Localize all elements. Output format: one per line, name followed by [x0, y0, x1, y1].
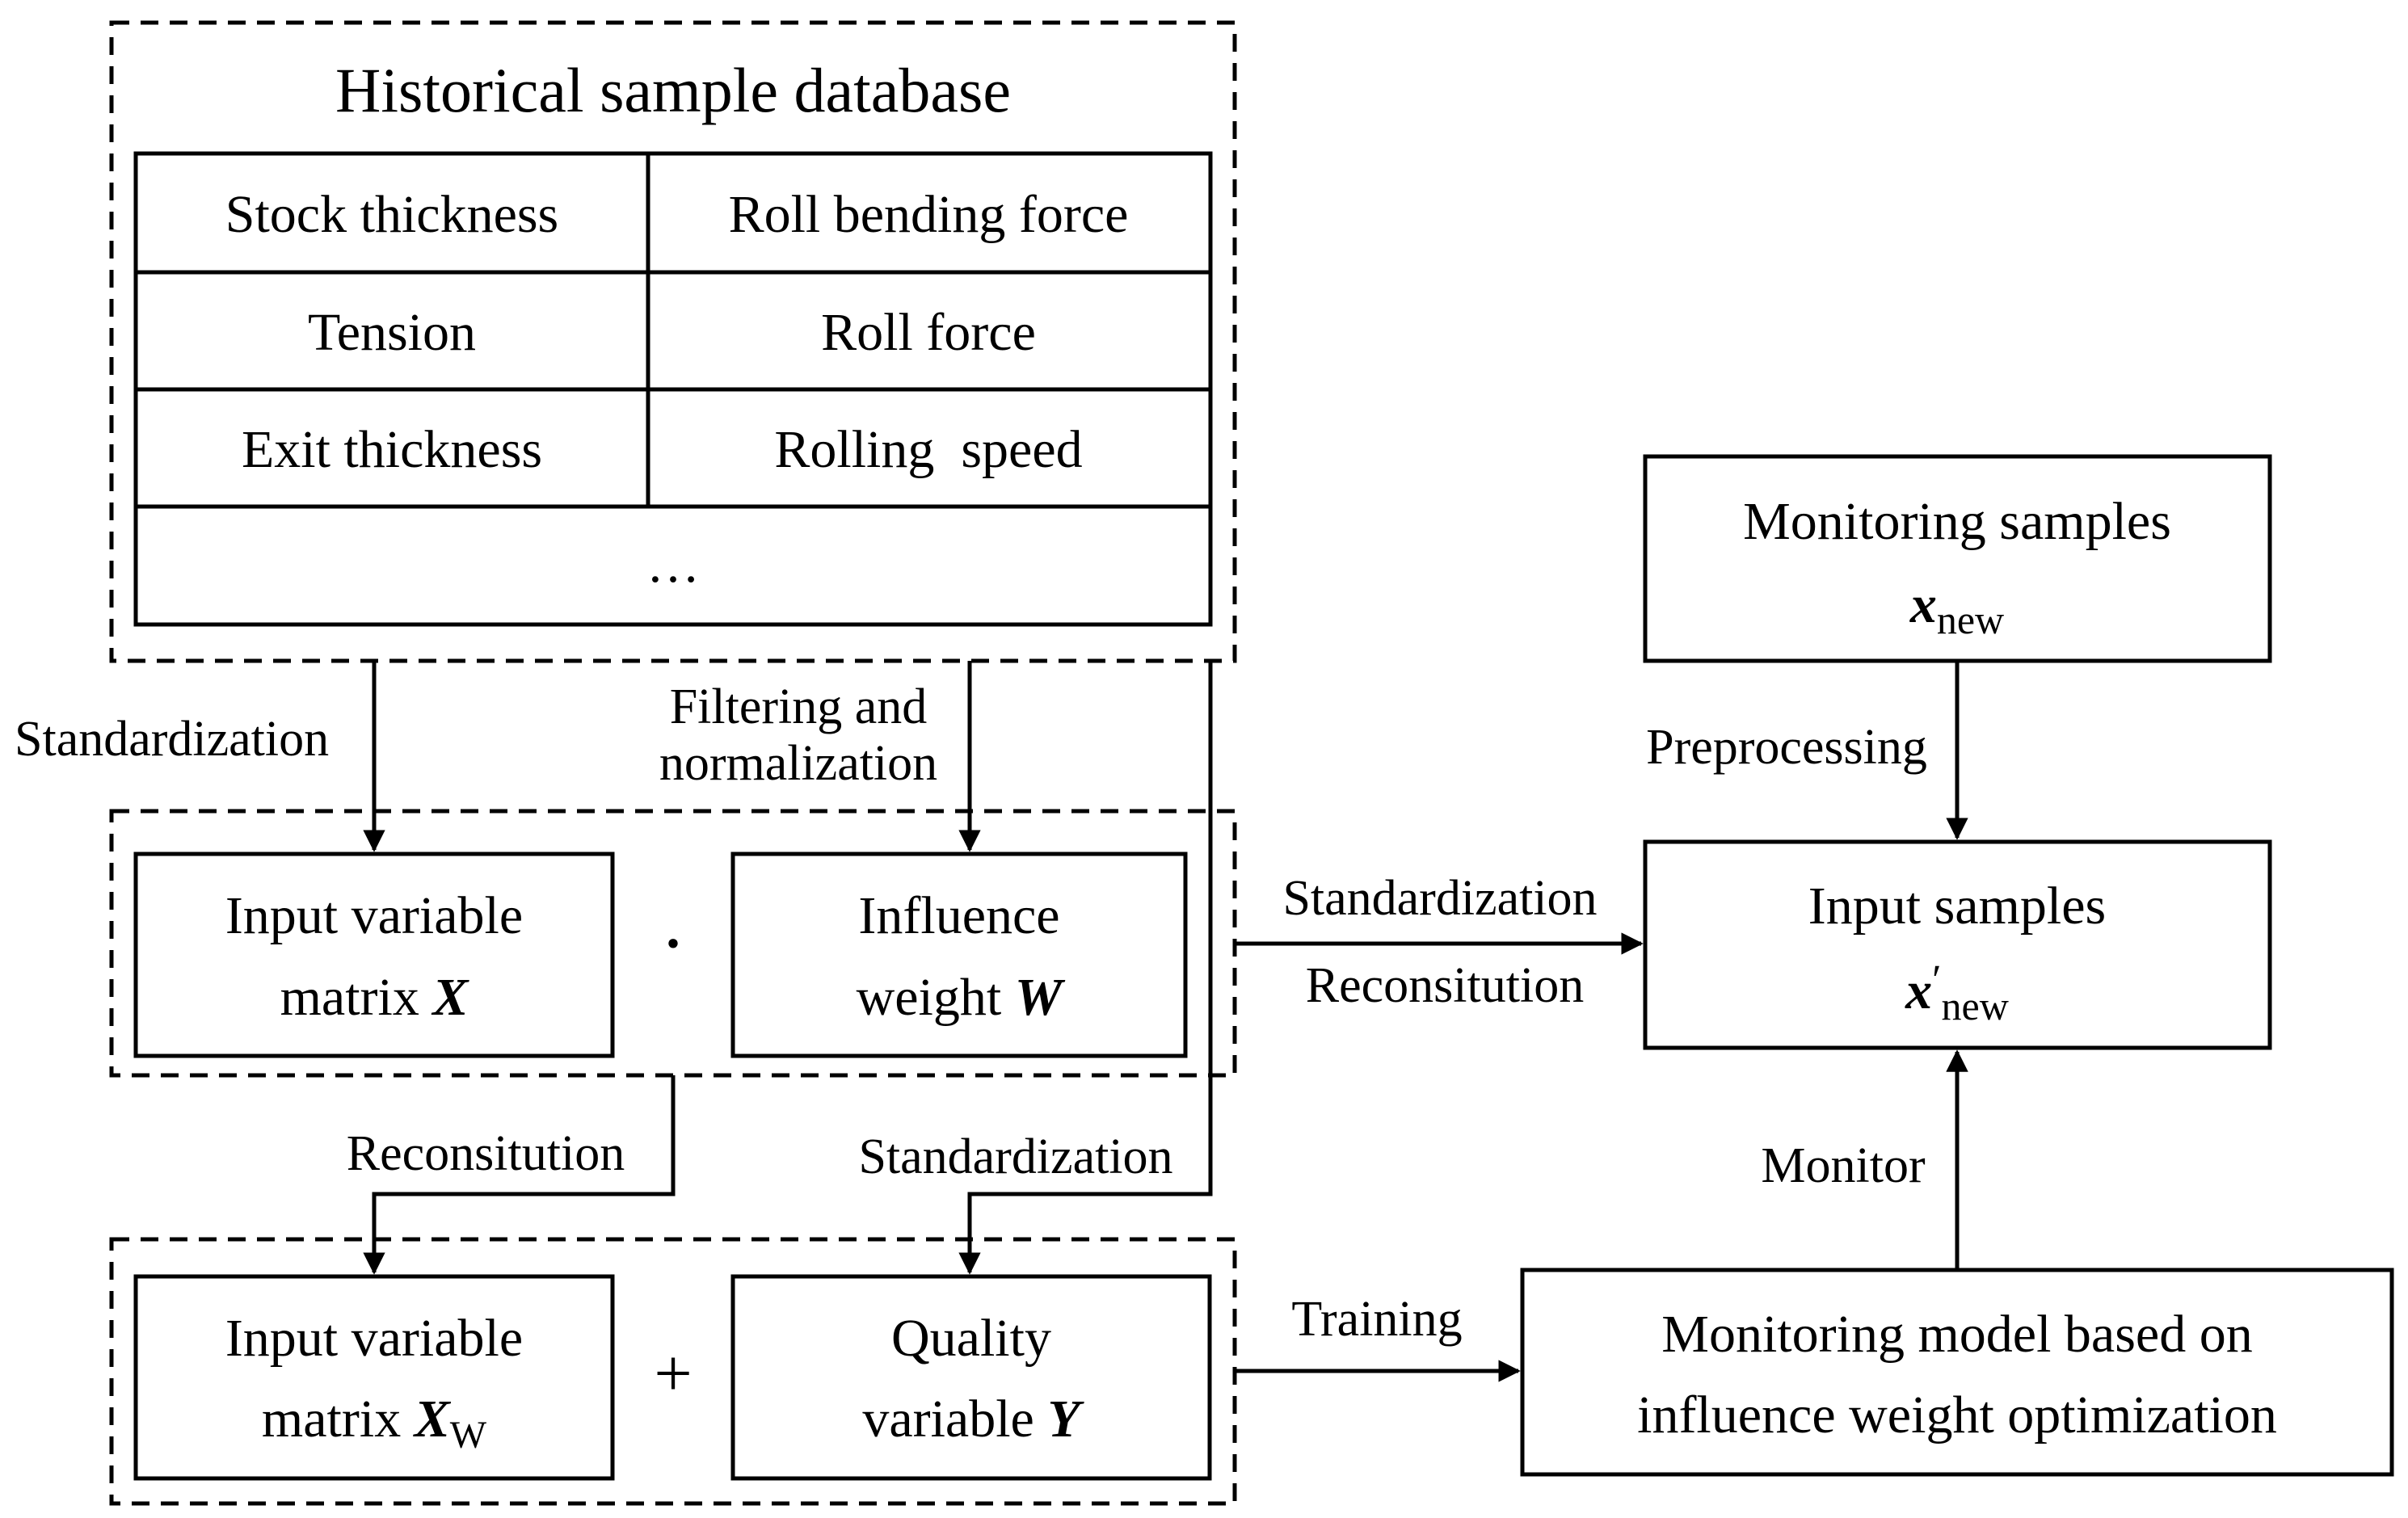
x-new-prime-symbol: x — [1905, 961, 1932, 1020]
xw-text: matrix — [262, 1390, 415, 1449]
label-filtering-line1: Filtering and — [670, 679, 928, 734]
input-matrix-text: matrix — [280, 968, 433, 1027]
weighted-input-matrix-box — [133, 1274, 615, 1481]
label-reconsitution-left: Reconsitution — [347, 1126, 625, 1181]
label-reconsitution-right: Reconsitution — [1306, 958, 1584, 1013]
arrow-db-to-quality — [958, 661, 1213, 1275]
quality-symbol: Y — [1047, 1390, 1084, 1449]
label-filtering-line2: normalization — [659, 736, 937, 791]
input-samples-line1: Input samples — [1808, 877, 2106, 936]
quality-variable-box — [730, 1274, 1212, 1481]
input-variable-matrix-box — [133, 852, 615, 1058]
quality-line1: Quality — [891, 1309, 1051, 1368]
weight-line2: weight W — [857, 968, 1066, 1027]
db-cell-rolling-speed: Rolling speed — [774, 420, 1082, 479]
xw-line1: Input variable — [225, 1309, 523, 1368]
x-new-symbol: x — [1909, 575, 1937, 634]
label-standardization-right: Standardization — [1282, 871, 1597, 926]
db-cell-stock-thickness: Stock thickness — [225, 185, 558, 244]
x-new-subscript: new — [1937, 597, 2004, 642]
x-new-prime: ′ — [1932, 957, 1941, 1003]
weight-text: weight — [857, 968, 1015, 1027]
weight-symbol: W — [1015, 968, 1066, 1027]
input-samples-symbol: x′new — [1905, 957, 2009, 1028]
xw-subscript: W — [450, 1414, 487, 1457]
model-line1: Monitoring model based on — [1661, 1305, 2252, 1364]
db-cell-roll-force: Roll force — [821, 303, 1036, 362]
database-table — [133, 151, 1213, 627]
quality-text: variable — [862, 1390, 1047, 1449]
quality-line2: variable Y — [862, 1390, 1084, 1449]
model-line2: influence weight optimization — [1637, 1386, 2277, 1444]
weight-line1: Influence — [858, 886, 1059, 945]
dot-operator: · — [660, 900, 686, 986]
input-matrix-symbol: X — [431, 968, 469, 1027]
xw-symbol: X — [413, 1390, 452, 1449]
input-matrix-line1: Input variable — [225, 886, 523, 945]
arrow-reconsitution-to-xw — [363, 1075, 676, 1275]
label-standardization-mid: Standardization — [858, 1129, 1172, 1184]
input-matrix-line2: matrix X — [280, 968, 470, 1027]
xw-line2: matrix XW — [262, 1390, 487, 1457]
x-new-prime-subscript: new — [1942, 983, 2009, 1028]
label-training: Training — [1291, 1292, 1462, 1347]
plus-operator: + — [654, 1336, 692, 1411]
monitoring-samples-symbol: xnew — [1909, 575, 2004, 642]
db-cell-exit-thickness: Exit thickness — [242, 420, 542, 479]
database-dashed-frame — [109, 20, 1237, 663]
db-cell-tension: Tension — [308, 303, 476, 362]
db-cell-roll-bending-force: Roll bending force — [729, 185, 1129, 244]
input-samples-box — [1643, 839, 2272, 1050]
database-title: Historical sample database — [335, 55, 1011, 125]
label-monitor: Monitor — [1761, 1138, 1926, 1193]
influence-weight-box — [730, 852, 1188, 1058]
db-ellipsis: … — [646, 535, 700, 594]
label-preprocessing: Preprocessing — [1646, 720, 1927, 775]
label-standardization-left: Standardization — [15, 712, 329, 767]
monitoring-samples-line1: Monitoring samples — [1743, 492, 2171, 551]
